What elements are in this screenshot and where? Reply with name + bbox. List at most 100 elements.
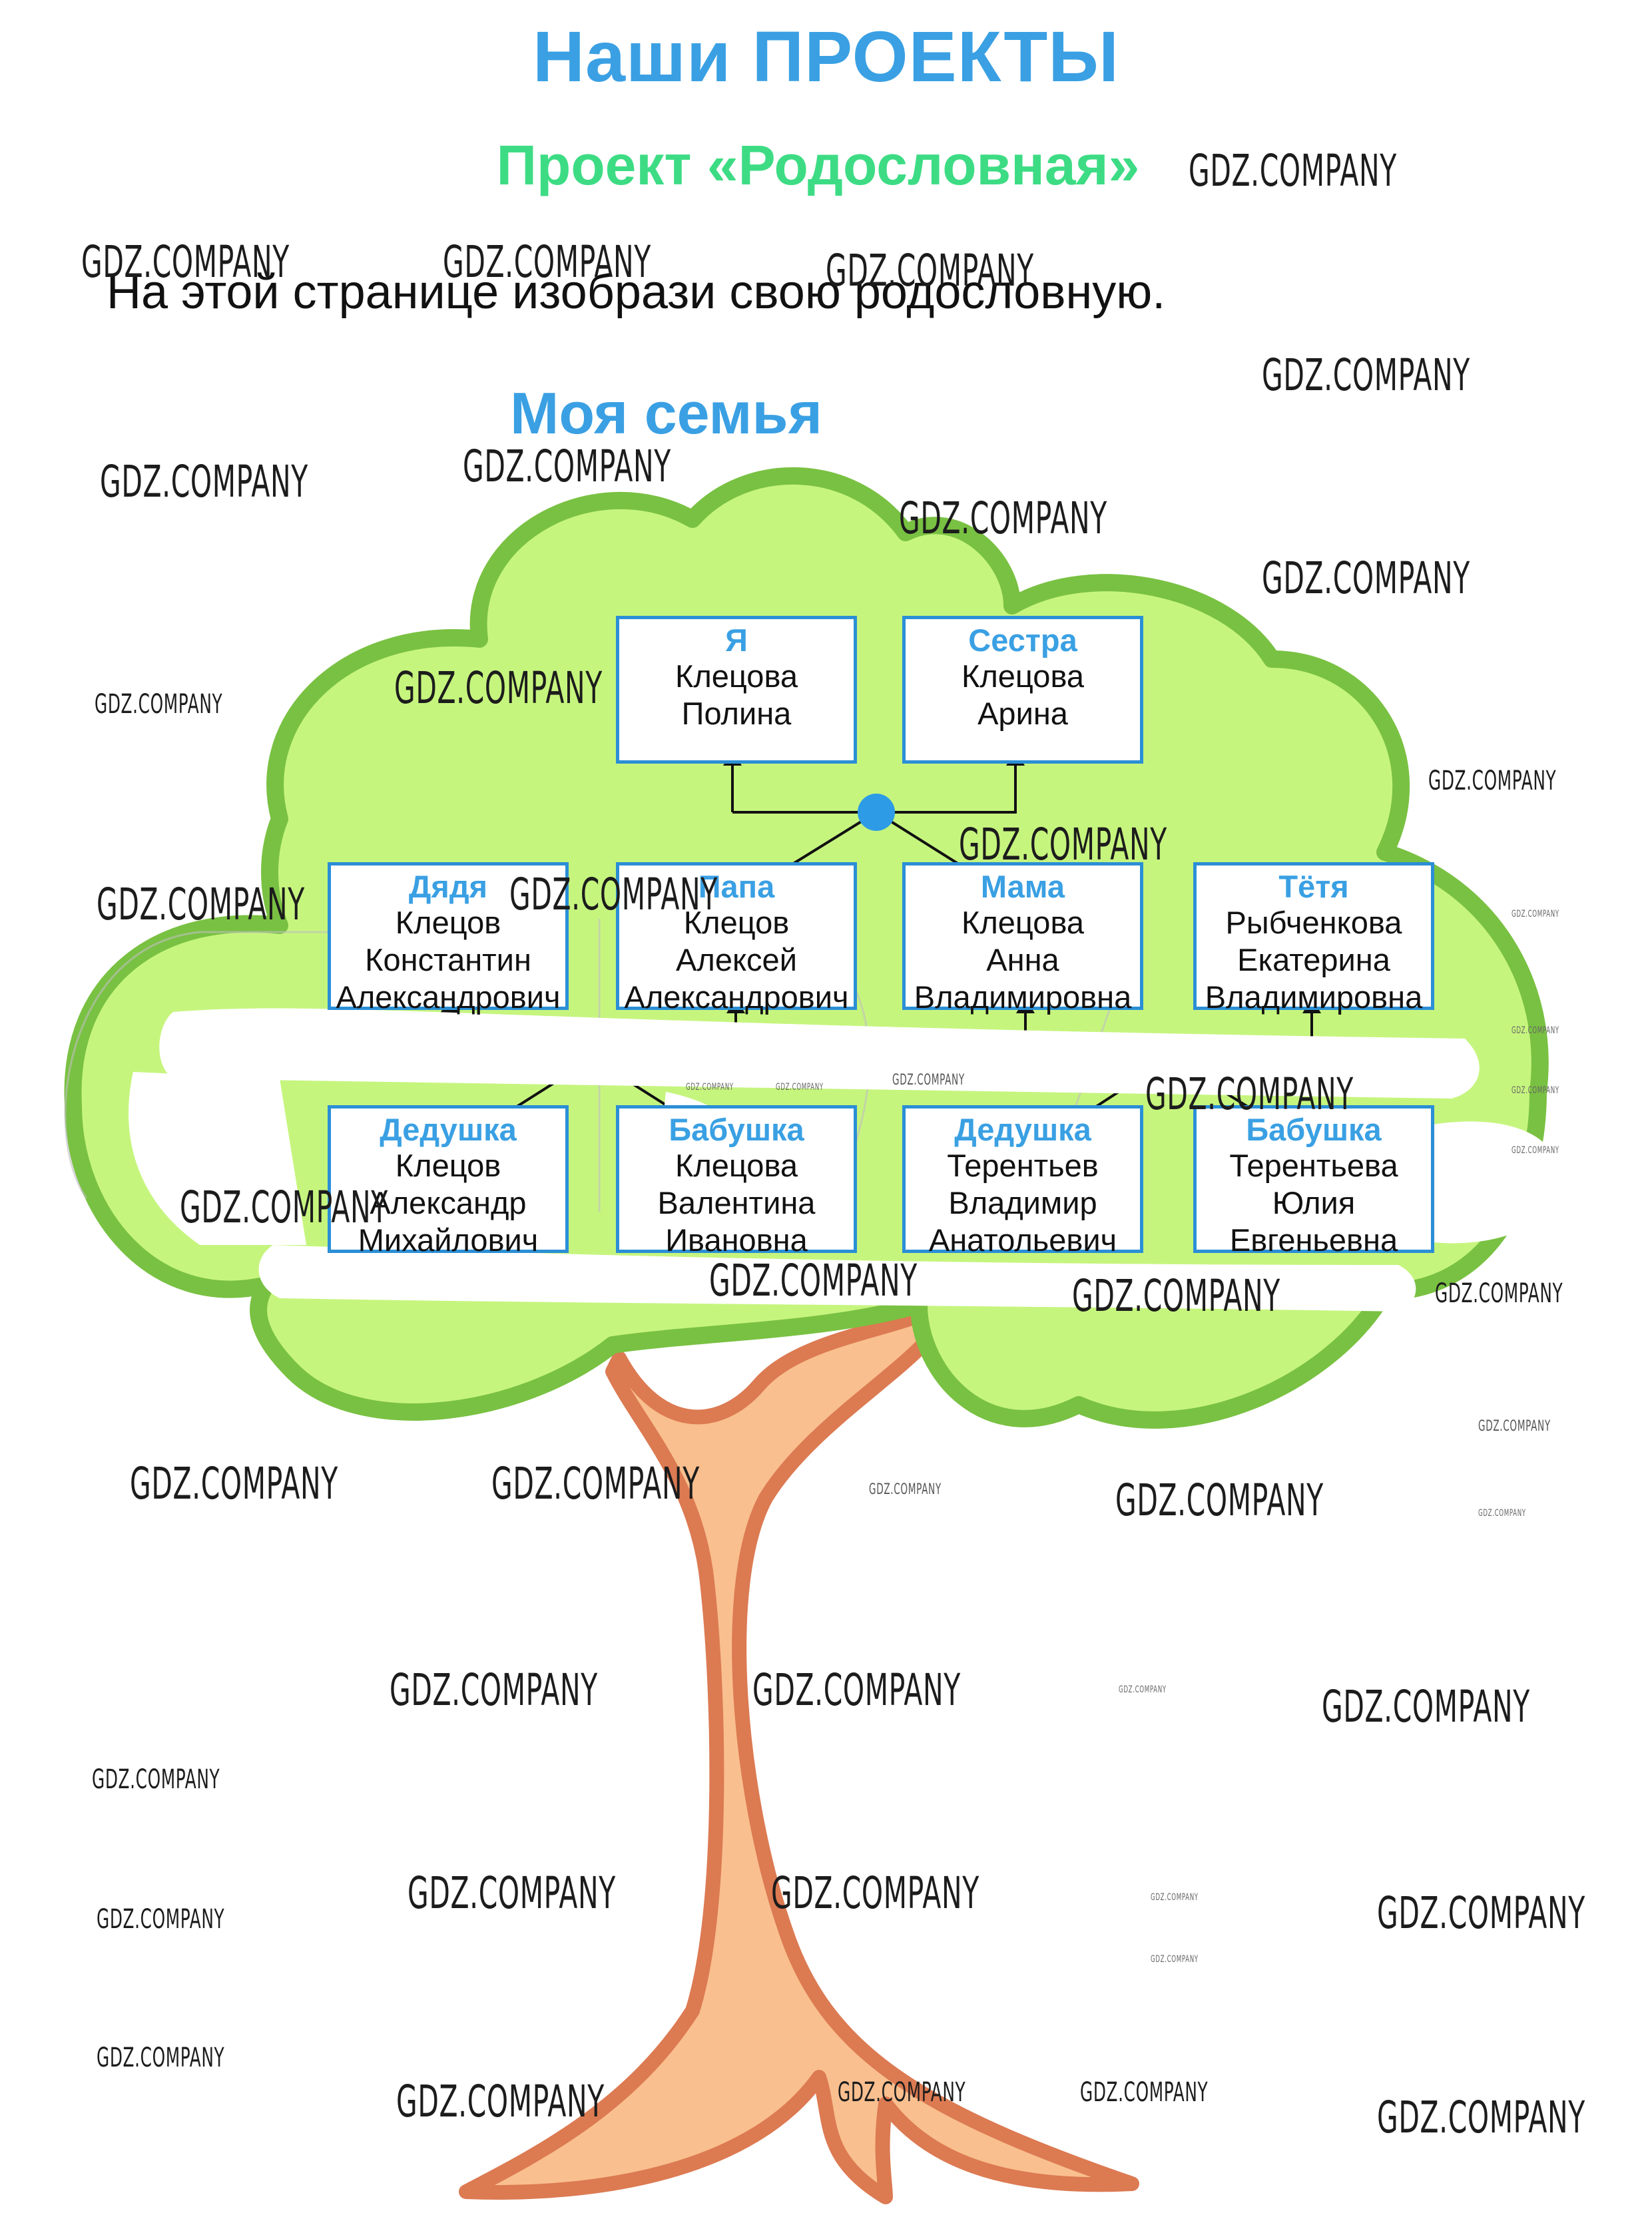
surname: Клецов: [395, 905, 501, 940]
watermark: GDZ.COMPANY: [1377, 2092, 1585, 2143]
box-sister: Сестра Клецова Арина: [902, 616, 1143, 764]
family-title: Моя семья: [510, 380, 822, 446]
watermark: GDZ.COMPANY: [491, 1458, 700, 1509]
watermark: GDZ.COMPANY: [100, 456, 308, 507]
surname: Клецова: [675, 1148, 798, 1183]
first-name: Владимир: [948, 1185, 1097, 1220]
box-grandpa-maternal: Дедушка Терентьев Владимир Анатольевич: [902, 1105, 1143, 1258]
role-label: Тётя: [1278, 869, 1349, 904]
surname: Клецова: [961, 905, 1085, 940]
watermark: GDZ.COMPANY: [1151, 1954, 1199, 1965]
surname: Клецов: [395, 1148, 501, 1183]
main-title: Наши ПРОЕКТЫ: [532, 16, 1120, 97]
watermark: GDZ.COMPANY: [1189, 145, 1397, 196]
first-name: Константин: [365, 942, 531, 977]
watermark: GDZ.COMPANY: [1262, 350, 1470, 401]
watermark: GDZ.COMPANY: [959, 819, 1167, 870]
patronymic: Михайлович: [358, 1222, 539, 1258]
box-grandma-maternal: Бабушка Терентьева Юлия Евгеньевна: [1193, 1105, 1434, 1258]
watermark: GDZ.COMPANY: [97, 879, 305, 930]
box-mother: Мама Клецова Анна Владимировна: [902, 862, 1143, 1015]
watermark: GDZ.COMPANY: [509, 869, 718, 920]
patronymic: Евгеньевна: [1229, 1222, 1398, 1258]
node-dot: [858, 794, 895, 831]
watermark: GDZ.COMPANY: [1151, 1892, 1199, 1903]
tree-trunk: [459, 1298, 1139, 2204]
watermark: GDZ.COMPANY: [771, 1867, 979, 1919]
watermark: GDZ.COMPANY: [776, 1082, 824, 1093]
first-name: Арина: [977, 696, 1068, 731]
first-name: Александр: [370, 1185, 527, 1220]
instruction-text: На этой странице изобрази свою родословн…: [107, 266, 1166, 319]
watermark: GDZ.COMPANY: [686, 1082, 734, 1093]
patronymic: Владимировна: [1205, 979, 1423, 1015]
watermark: GDZ.COMPANY: [97, 2043, 225, 2073]
role-label: Мама: [980, 869, 1065, 904]
role-label: Дядя: [408, 869, 488, 904]
role-label: Бабушка: [1246, 1112, 1382, 1147]
watermark: GDZ.COMPANY: [92, 1764, 220, 1795]
watermark: GDZ.COMPANY: [1512, 1085, 1559, 1096]
watermark: GDZ.COMPANY: [1119, 1684, 1167, 1695]
watermark: GDZ.COMPANY: [95, 689, 223, 720]
role-label: Я: [725, 622, 748, 658]
watermark: GDZ.COMPANY: [869, 1481, 942, 1498]
role-label: Сестра: [968, 622, 1077, 658]
first-name: Екатерина: [1237, 942, 1390, 977]
surname: Терентьев: [947, 1148, 1099, 1183]
patronymic: Александрович: [624, 979, 849, 1015]
watermark: GDZ.COMPANY: [1435, 1278, 1563, 1309]
watermark: GDZ.COMPANY: [709, 1255, 918, 1306]
first-name: Валентина: [657, 1185, 816, 1220]
role-label: Дедушка: [380, 1112, 517, 1147]
watermark: GDZ.COMPANY: [826, 245, 1034, 296]
first-name: Полина: [681, 696, 792, 731]
watermark: GDZ.COMPANY: [752, 1664, 961, 1716]
watermark: GDZ.COMPANY: [180, 1182, 388, 1233]
surname: Клецова: [675, 658, 798, 694]
watermark: GDZ.COMPANY: [1478, 1418, 1551, 1435]
watermark: GDZ.COMPANY: [1428, 766, 1557, 796]
watermark: GDZ.COMPANY: [899, 493, 1107, 544]
patronymic: Ивановна: [665, 1222, 808, 1258]
watermark: GDZ.COMPANY: [1145, 1069, 1354, 1120]
watermark: GDZ.COMPANY: [408, 1867, 616, 1919]
surname: Терентьева: [1229, 1148, 1398, 1183]
watermark: GDZ.COMPANY: [97, 1904, 225, 1935]
watermark: GDZ.COMPANY: [1080, 2077, 1209, 2108]
watermark: GDZ.COMPANY: [1512, 1145, 1559, 1156]
box-aunt: Тётя Рыбченкова Екатерина Владимировна: [1193, 862, 1434, 1015]
box-uncle: Дядя Клецов Константин Александрович: [328, 862, 569, 1015]
box-grandma-paternal: Бабушка Клецова Валентина Ивановна: [616, 1105, 857, 1258]
role-label: Папа: [698, 869, 775, 904]
watermark: GDZ.COMPANY: [1115, 1475, 1324, 1526]
watermark: GDZ.COMPANY: [1262, 553, 1470, 604]
watermark: GDZ.COMPANY: [1478, 1508, 1526, 1519]
watermark: GDZ.COMPANY: [81, 236, 290, 288]
role-label: Бабушка: [669, 1112, 804, 1147]
first-name: Алексей: [676, 942, 797, 977]
watermark: GDZ.COMPANY: [390, 1664, 598, 1716]
project-title: Проект «Родословная»: [496, 134, 1140, 196]
patronymic: Владимировна: [914, 979, 1132, 1015]
patronymic: Анатольевич: [928, 1222, 1117, 1258]
patronymic: Александрович: [336, 979, 561, 1015]
watermark: GDZ.COMPANY: [1512, 1025, 1559, 1036]
box-grandpa-paternal: Дедушка Клецов Александр Михайлович: [328, 1105, 569, 1258]
watermark: GDZ.COMPANY: [838, 2077, 966, 2108]
watermark: GDZ.COMPANY: [892, 1072, 965, 1089]
box-father: Папа Клецов Алексей Александрович: [616, 862, 857, 1015]
watermark: GDZ.COMPANY: [1377, 1887, 1585, 1939]
watermark: GDZ.COMPANY: [394, 662, 603, 714]
watermark: GDZ.COMPANY: [130, 1458, 338, 1509]
first-name: Анна: [986, 942, 1059, 977]
role-label: Дедушка: [954, 1112, 1091, 1147]
watermark: GDZ.COMPANY: [1072, 1270, 1280, 1322]
surname: Рыбченкова: [1225, 905, 1402, 940]
first-name: Юлия: [1272, 1185, 1356, 1220]
watermark: GDZ.COMPANY: [396, 2076, 605, 2127]
watermark: GDZ.COMPANY: [1322, 1681, 1530, 1732]
watermark: GDZ.COMPANY: [1512, 909, 1559, 919]
watermark: GDZ.COMPANY: [463, 441, 671, 492]
